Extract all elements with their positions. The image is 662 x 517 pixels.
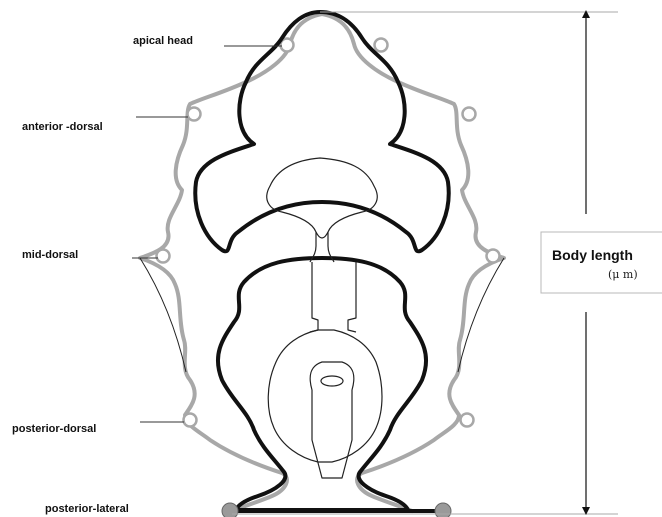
mid-dorsal-node-left: [157, 250, 170, 263]
label-body-length-unit: (μ m): [608, 268, 638, 281]
posterior-lateral-node-left: [222, 503, 238, 517]
inner-vial: [310, 362, 354, 478]
label-mid-dorsal: mid-dorsal: [22, 249, 78, 261]
gray-left-outline: [140, 14, 322, 511]
label-body-length: Body length: [552, 247, 633, 263]
gray-right-outline: [322, 14, 504, 511]
mid-dorsal-node-right: [487, 250, 500, 263]
anterior-dorsal-node-right: [463, 108, 476, 121]
measurement-guides: [232, 12, 662, 514]
label-posterior-lateral: posterior-lateral: [45, 503, 129, 515]
anterior-dorsal-node-left: [188, 108, 201, 121]
posterior-dorsal-node-right: [461, 414, 474, 427]
upper-lobe: [267, 158, 377, 238]
posterior-lateral-bar: [222, 503, 451, 517]
black-body-outline: [218, 258, 426, 510]
posterior-dorsal-node-left: [184, 414, 197, 427]
inner-oval: [321, 376, 343, 386]
inner-flask: [268, 330, 382, 462]
mid-dorsal-thin-curves: [140, 258, 504, 372]
apical-head-node-right: [375, 39, 388, 52]
gray-body-outline: [140, 14, 504, 511]
central-column: [310, 262, 356, 332]
label-anterior-dorsal: anterior -dorsal: [22, 121, 103, 133]
black-head-outline: [195, 12, 448, 251]
label-apical-head: apical head: [133, 35, 193, 47]
posterior-lateral-node-right: [435, 503, 451, 517]
label-posterior-dorsal: posterior-dorsal: [12, 423, 96, 435]
